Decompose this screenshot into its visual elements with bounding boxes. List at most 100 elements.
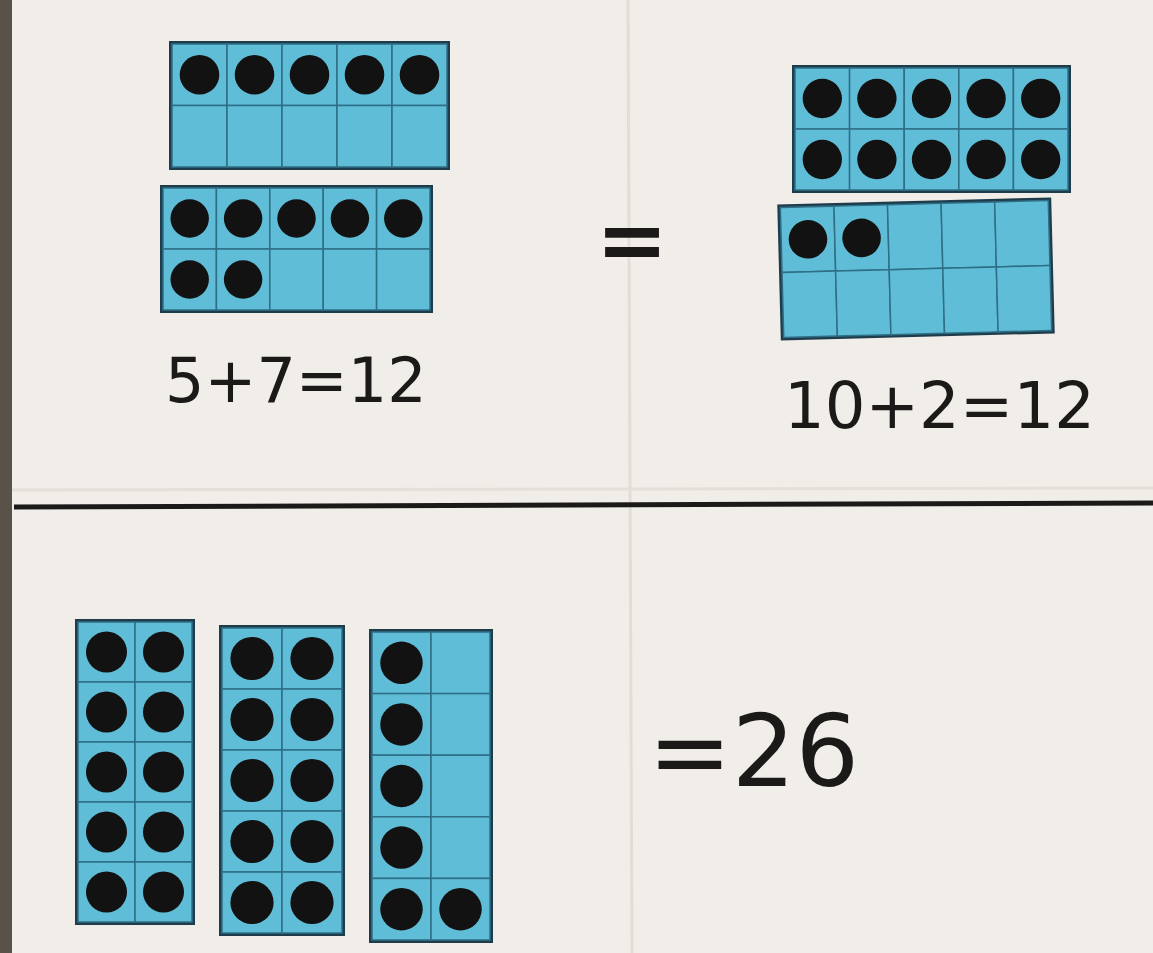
frame-cell: [795, 68, 850, 129]
counter-dot: [230, 820, 273, 863]
frame-cell: [172, 44, 227, 106]
frame-cell: [889, 268, 944, 334]
frame-cell: [943, 267, 998, 333]
frame-cell: [959, 129, 1014, 190]
counter-dot: [290, 637, 333, 680]
frame-cell: [959, 68, 1014, 129]
frame-cell: [135, 622, 192, 682]
counter-dot: [1021, 140, 1060, 179]
frame-cell: [172, 106, 227, 168]
counter-dot: [230, 759, 273, 802]
counter-dot: [857, 140, 896, 179]
frame-cell: [392, 44, 447, 106]
counter-dot: [842, 218, 882, 258]
counter-dot: [384, 199, 422, 237]
frame-cell: [222, 689, 282, 750]
counter-dot: [230, 698, 273, 741]
counter-dot: [235, 55, 275, 95]
frame-cell: [372, 694, 431, 756]
counter-dot: [230, 637, 273, 680]
counter-dot: [912, 79, 951, 118]
frame-cell: [270, 249, 323, 310]
equation-text: 10+2=12: [784, 374, 1095, 438]
frame-cell: [337, 44, 392, 106]
counter-dot: [143, 751, 184, 792]
frame-cell: [282, 750, 342, 811]
counter-dot: [290, 881, 333, 924]
counter-dot: [277, 199, 315, 237]
frame-cell: [222, 750, 282, 811]
frame-cell: [282, 689, 342, 750]
frame-cell: [904, 68, 959, 129]
frame-cell: [222, 872, 282, 933]
counter-dot: [966, 140, 1005, 179]
counter-dot: [803, 79, 842, 118]
frame-cell: [780, 206, 835, 272]
counter-dot: [290, 698, 333, 741]
counter-dot: [380, 642, 422, 684]
counter-dot: [86, 631, 127, 672]
frame-cell: [372, 817, 431, 879]
frame-cell: [431, 878, 490, 940]
frame-cell: [78, 862, 135, 922]
counter-dot: [1021, 79, 1060, 118]
counter-dot: [224, 199, 262, 237]
total-text: =26: [648, 702, 859, 802]
table-edge: [0, 0, 12, 953]
frame-edge: [75, 619, 195, 925]
fold-line: [628, 0, 632, 953]
frame-cell: [78, 682, 135, 742]
ten-frames: [75, 41, 1071, 943]
fold-line: [12, 488, 1153, 490]
counter-dot: [400, 55, 440, 95]
counter-dot: [345, 55, 385, 95]
frame-edge: [369, 629, 493, 943]
frame-cell: [372, 632, 431, 694]
frame-cell: [996, 265, 1051, 331]
ten-frame: [160, 185, 433, 313]
frame-edge: [792, 65, 1071, 193]
frame-cell: [135, 862, 192, 922]
equation-text: 5+7=12: [165, 350, 427, 412]
counter-dot: [230, 881, 273, 924]
frame-edge: [160, 185, 433, 313]
frame-cell: [377, 249, 430, 310]
frame-cell: [282, 872, 342, 933]
counter-dot: [380, 888, 422, 930]
counter-dot: [380, 826, 422, 868]
frame-cell: [323, 188, 376, 249]
frame-cell: [163, 188, 216, 249]
frame-cell: [834, 205, 889, 271]
frame-cell: [372, 755, 431, 817]
frame-cell: [850, 129, 905, 190]
frame-cell: [904, 129, 959, 190]
frame-cell: [941, 202, 996, 268]
ten-frame: [219, 625, 345, 936]
frame-edge: [169, 41, 450, 170]
counter-dot: [86, 691, 127, 732]
frame-cell: [392, 106, 447, 168]
frame-cell: [850, 68, 905, 129]
counter-dot: [224, 260, 262, 298]
counter-dot: [170, 260, 208, 298]
frame-cell: [135, 802, 192, 862]
counter-dot: [86, 751, 127, 792]
ten-frame: [792, 65, 1071, 193]
frame-cell: [216, 188, 269, 249]
frame-edge: [777, 197, 1054, 340]
counter-dot: [439, 888, 481, 930]
counter-dot: [380, 765, 422, 807]
frame-cell: [795, 129, 850, 190]
counter-dot: [788, 220, 828, 260]
frame-cell: [227, 106, 282, 168]
frame-cell: [282, 44, 337, 106]
frame-cell: [377, 188, 430, 249]
counter-dot: [380, 703, 422, 745]
frame-cell: [836, 270, 891, 336]
frame-cell: [1013, 68, 1068, 129]
ten-frame: [75, 619, 195, 925]
frame-cell: [282, 628, 342, 689]
frame-cell: [323, 249, 376, 310]
frame-cell: [163, 249, 216, 310]
